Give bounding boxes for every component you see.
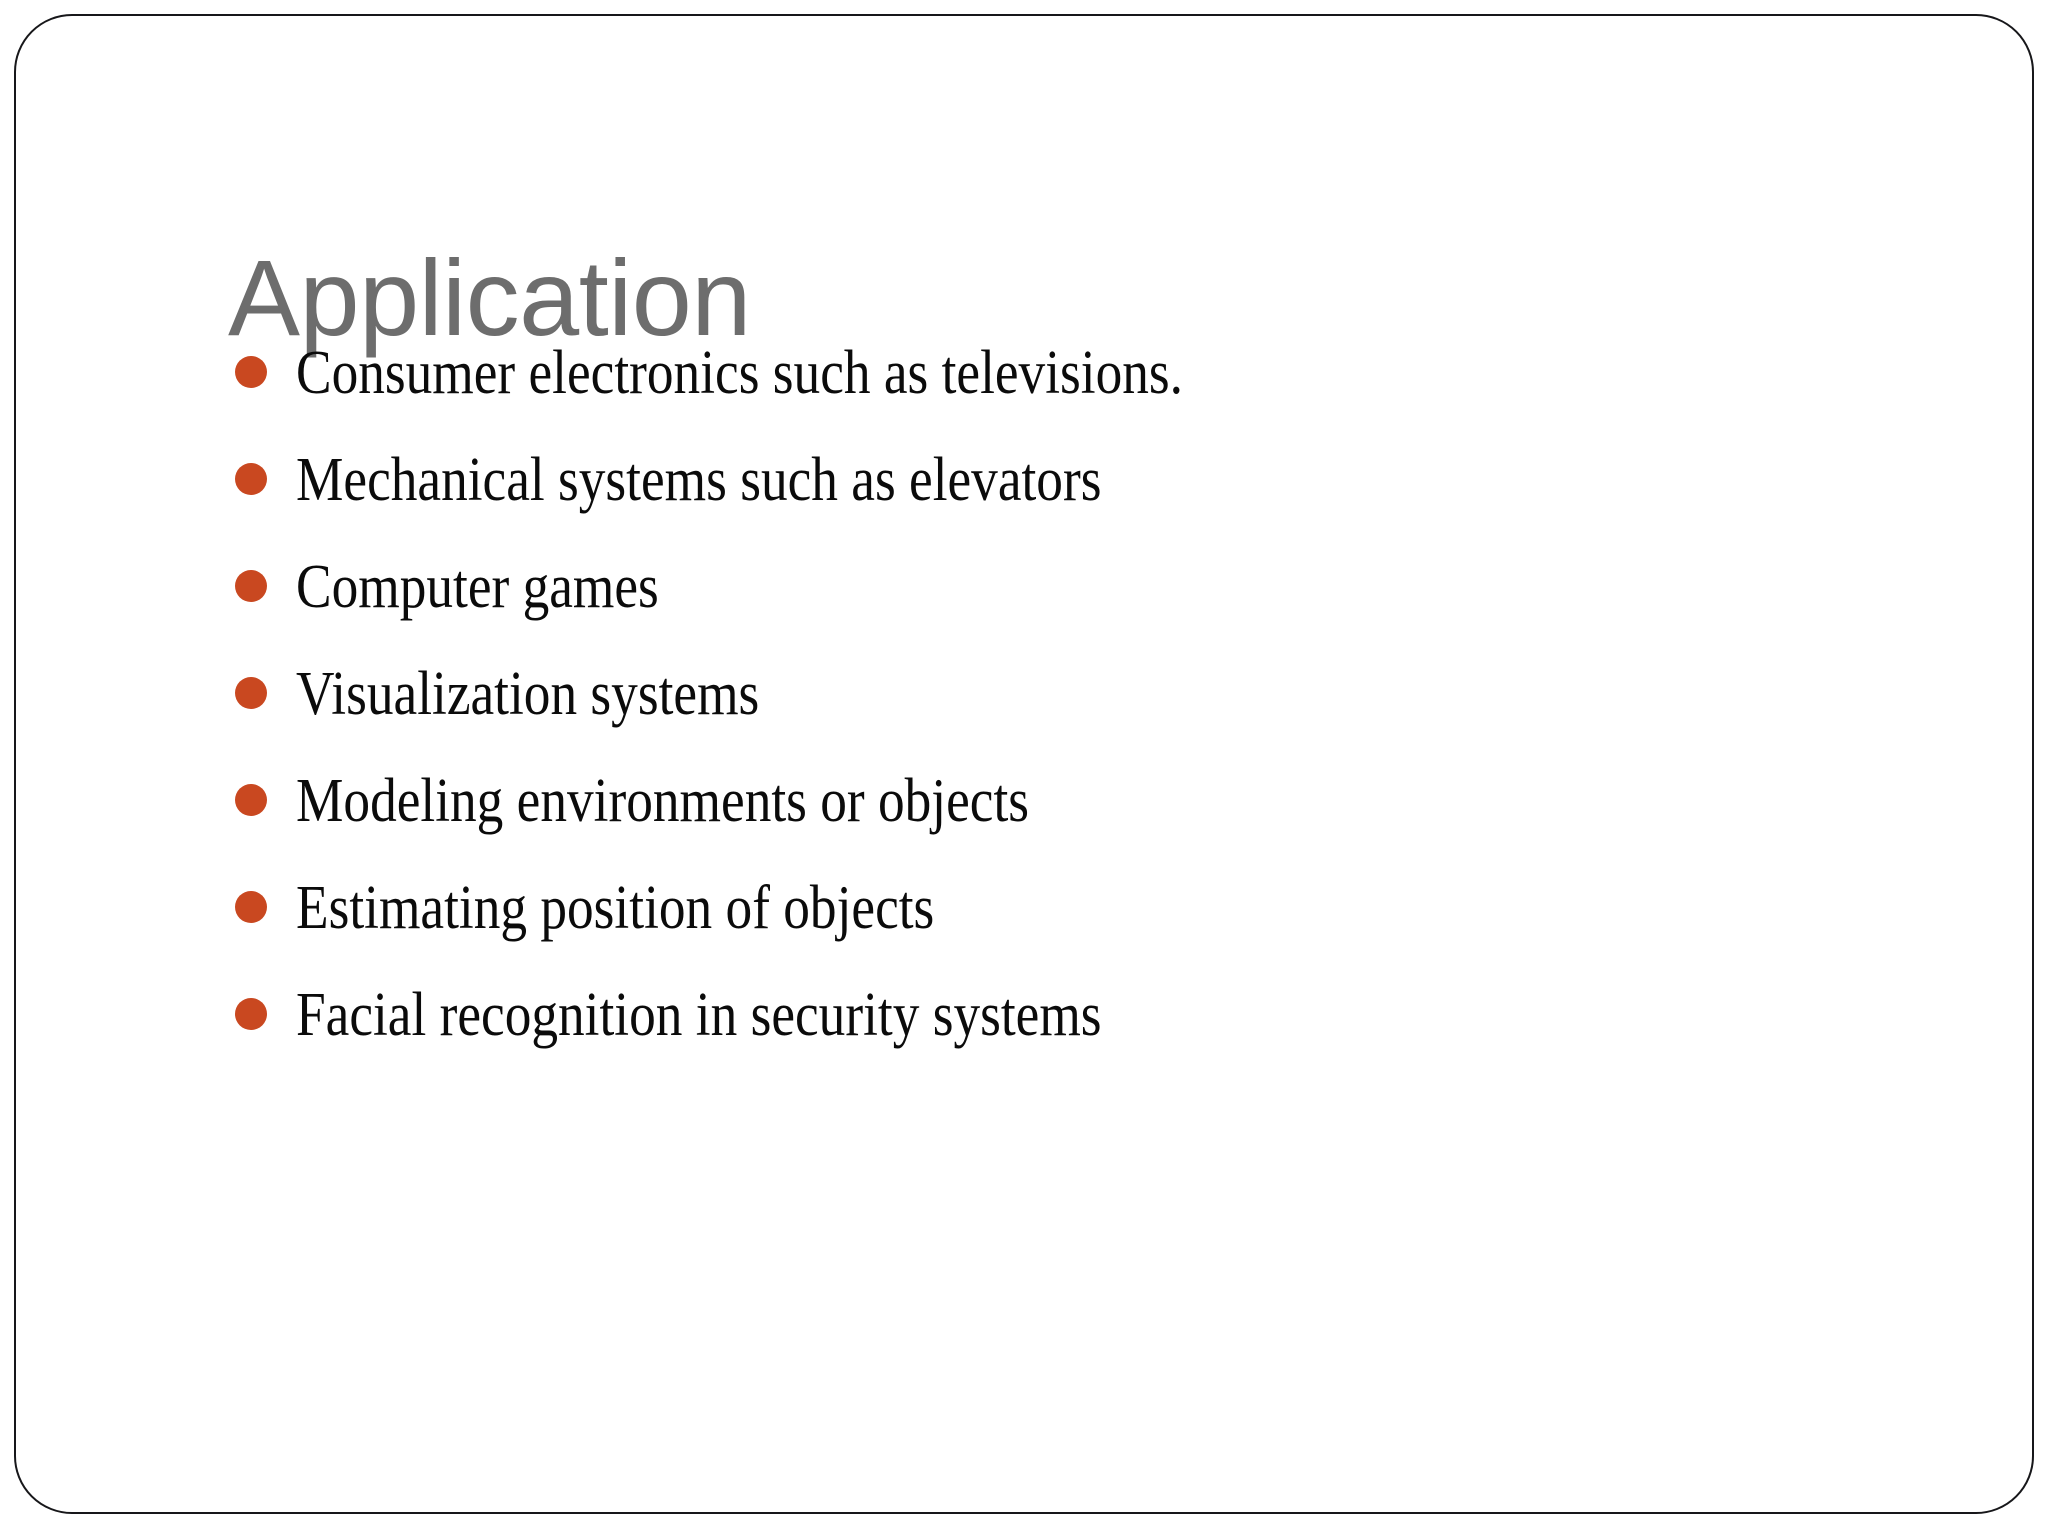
list-item-label: Modeling environments or objects xyxy=(296,767,1030,835)
list-item-label: Computer games xyxy=(296,553,659,621)
bullet-dot-icon xyxy=(235,891,267,923)
list-item-label: Facial recognition in security systems xyxy=(296,981,1102,1049)
bullet-dot-icon xyxy=(235,356,267,388)
list-item[interactable]: Consumer electronics such as televisions… xyxy=(232,340,1932,447)
list-item-label: Consumer electronics such as televisions… xyxy=(296,339,1183,407)
bullet-dot-icon xyxy=(235,784,267,816)
bullet-dot-icon xyxy=(235,463,267,495)
page-title: Application xyxy=(228,237,751,359)
list-item[interactable]: Visualization systems xyxy=(232,661,1932,768)
list-item-label: Estimating position of objects xyxy=(296,874,935,942)
list-item[interactable]: Computer games xyxy=(232,554,1932,661)
list-item[interactable]: Facial recognition in security systems xyxy=(232,982,1932,1089)
bullet-dot-icon xyxy=(235,998,267,1030)
list-item[interactable]: Mechanical systems such as elevators xyxy=(232,447,1932,554)
list-item-label: Visualization systems xyxy=(296,660,760,728)
list-item-label: Mechanical systems such as elevators xyxy=(296,446,1102,514)
bullet-list: Consumer electronics such as televisions… xyxy=(232,340,1932,1089)
list-item[interactable]: Modeling environments or objects xyxy=(232,768,1932,875)
bullet-dot-icon xyxy=(235,677,267,709)
list-item[interactable]: Estimating position of objects xyxy=(232,875,1932,982)
bullet-dot-icon xyxy=(235,570,267,602)
